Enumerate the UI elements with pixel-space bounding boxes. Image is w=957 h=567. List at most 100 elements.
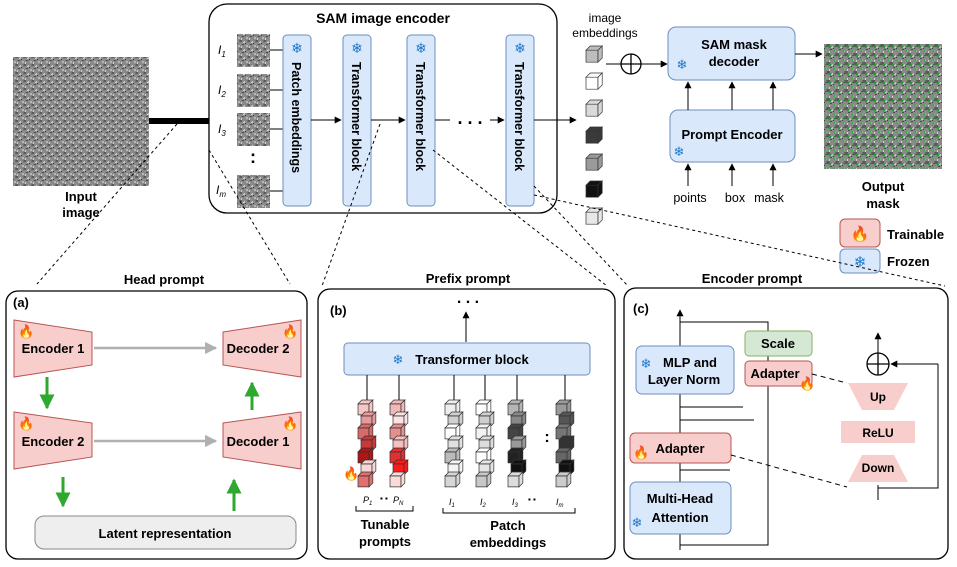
adapter-small-block — [744, 360, 813, 387]
embedding-cube — [585, 207, 604, 226]
i-label: I3 — [512, 497, 519, 509]
snowflake-icon: ❄ — [393, 352, 404, 367]
fire-icon: 🔥 — [851, 225, 870, 243]
relu-label: ReLU — [862, 426, 893, 440]
panel-c-tag: (c) — [633, 301, 649, 316]
sam-image-encoder-frame — [208, 3, 558, 214]
snowflake-icon: snowflake-icon❄ — [291, 40, 303, 56]
panel-b-title: Prefix prompt — [426, 271, 511, 286]
i-dots: ▪ ▪ — [528, 495, 536, 504]
patch-label-line1: Patch — [490, 518, 525, 533]
mha-label-line2: Attention — [651, 510, 708, 525]
patch-label: Im — [216, 183, 226, 199]
fire-icon: 🔥 — [18, 416, 34, 431]
column-dots: : — [544, 429, 549, 446]
i-label: Im — [556, 497, 564, 509]
fire-icon: 🔥 — [799, 376, 815, 391]
embedding-cube — [585, 153, 604, 172]
snowflake-icon: ❄ — [514, 40, 526, 56]
decoder-1-block — [222, 411, 302, 470]
snowflake-icon: ❄ — [632, 515, 643, 530]
patch-label: I2 — [218, 83, 226, 99]
svg-text:❄: ❄ — [674, 144, 685, 159]
vertical-dots: : — [250, 147, 256, 167]
image-embeddings-stack — [585, 45, 604, 226]
multi-head-attention-block — [629, 481, 732, 535]
embedding-cube — [507, 471, 524, 488]
panel-encoder-prompt: Encoder prompt (c) ❄ MLP and Layer Norm … — [623, 271, 949, 560]
patch-thumbnail — [237, 113, 270, 146]
panel-prefix-prompt: Prefix prompt (b) . . . ❄ Transformer bl… — [317, 271, 616, 560]
mlp-label-line2: Layer Norm — [648, 372, 720, 387]
patch-thumbnail — [237, 34, 270, 67]
embedding-cube — [507, 399, 524, 416]
scale-label: Scale — [761, 336, 795, 351]
snowflake-icon: ❄ — [674, 144, 685, 159]
mlp-layernorm-block — [635, 345, 735, 395]
tunable-label-line1: Tunable — [361, 517, 410, 532]
adapter-small-label: Adapter — [750, 366, 799, 381]
connector-bar — [149, 118, 209, 124]
prompt-input-box: box — [725, 191, 746, 205]
panel-b-tag: (b) — [330, 303, 347, 318]
output-mask-image — [824, 44, 942, 169]
token-columns — [357, 375, 575, 488]
svg-text:❄: ❄ — [291, 40, 303, 56]
tunable-bracket — [355, 506, 414, 512]
horizontal-dots: . . . — [457, 108, 482, 128]
svg-text:❄: ❄ — [677, 57, 688, 72]
up-projection — [848, 383, 908, 410]
encoder-2-label: Encoder 2 — [22, 434, 85, 449]
decoder-1-label: Decoder 1 — [227, 434, 290, 449]
patch-bracket — [442, 508, 576, 514]
down-projection — [848, 455, 908, 482]
p-label: P1 — [363, 495, 372, 507]
patch-label: I1 — [218, 43, 226, 59]
transformer-block-label: Transformer block — [413, 62, 427, 171]
embedding-cube — [510, 435, 527, 452]
mlp-label-line1: MLP and — [663, 355, 717, 370]
embedding-cube — [357, 423, 374, 440]
legend-frozen-label: Frozen — [887, 254, 930, 269]
input-label-line1: Input — [65, 189, 97, 204]
mask-decoder-line2: decoder — [709, 54, 760, 69]
prompt-input-mask: mask — [754, 191, 785, 205]
prompt-encoder-label: Prompt Encoder — [681, 127, 782, 142]
encoder-1-block — [13, 319, 93, 378]
embedding-cube — [585, 45, 604, 64]
embedding-cube — [585, 180, 604, 199]
legend: 🔥 Trainable ❄ Frozen — [839, 218, 944, 274]
svg-text:❄: ❄ — [415, 40, 427, 56]
legend-trainable-swatch — [839, 218, 881, 248]
embedding-cube — [389, 471, 406, 488]
plus-icon — [620, 53, 642, 75]
patch-column: I1 I2 I3 Im : — [216, 34, 283, 208]
decoder-2-label: Decoder 2 — [227, 341, 290, 356]
output-label-line2: mask — [866, 196, 900, 211]
i-label: I1 — [449, 497, 455, 509]
fire-icon: 🔥 — [18, 324, 34, 339]
plus-icon — [866, 352, 890, 376]
legend-frozen-swatch — [839, 248, 881, 274]
transformer-block-label: Transformer block — [349, 62, 363, 171]
encoder-1-label: Encoder 1 — [22, 341, 85, 356]
down-label: Down — [862, 461, 895, 475]
decoder-2-block — [222, 319, 302, 378]
top-pipeline: Input image SAM image encoder I1 I2 I3 I… — [13, 3, 944, 274]
embedding-cube — [585, 126, 604, 145]
zoom-lines — [36, 123, 946, 287]
embedding-cube — [475, 471, 492, 488]
mha-label-line1: Multi-Head — [647, 491, 714, 506]
latent-representation-label: Latent representation — [99, 526, 232, 541]
i-label: I2 — [480, 497, 487, 509]
input-image — [13, 57, 149, 186]
embedding-cube — [444, 447, 461, 464]
tunable-label-line2: prompts — [359, 534, 411, 549]
output-label-line1: Output — [862, 179, 905, 194]
panel-c-frame — [623, 287, 949, 560]
embedding-cube — [555, 471, 572, 488]
p-label: PN — [393, 495, 404, 507]
embeddings-label-line1: image — [589, 11, 622, 25]
fire-icon: 🔥 — [282, 416, 298, 431]
